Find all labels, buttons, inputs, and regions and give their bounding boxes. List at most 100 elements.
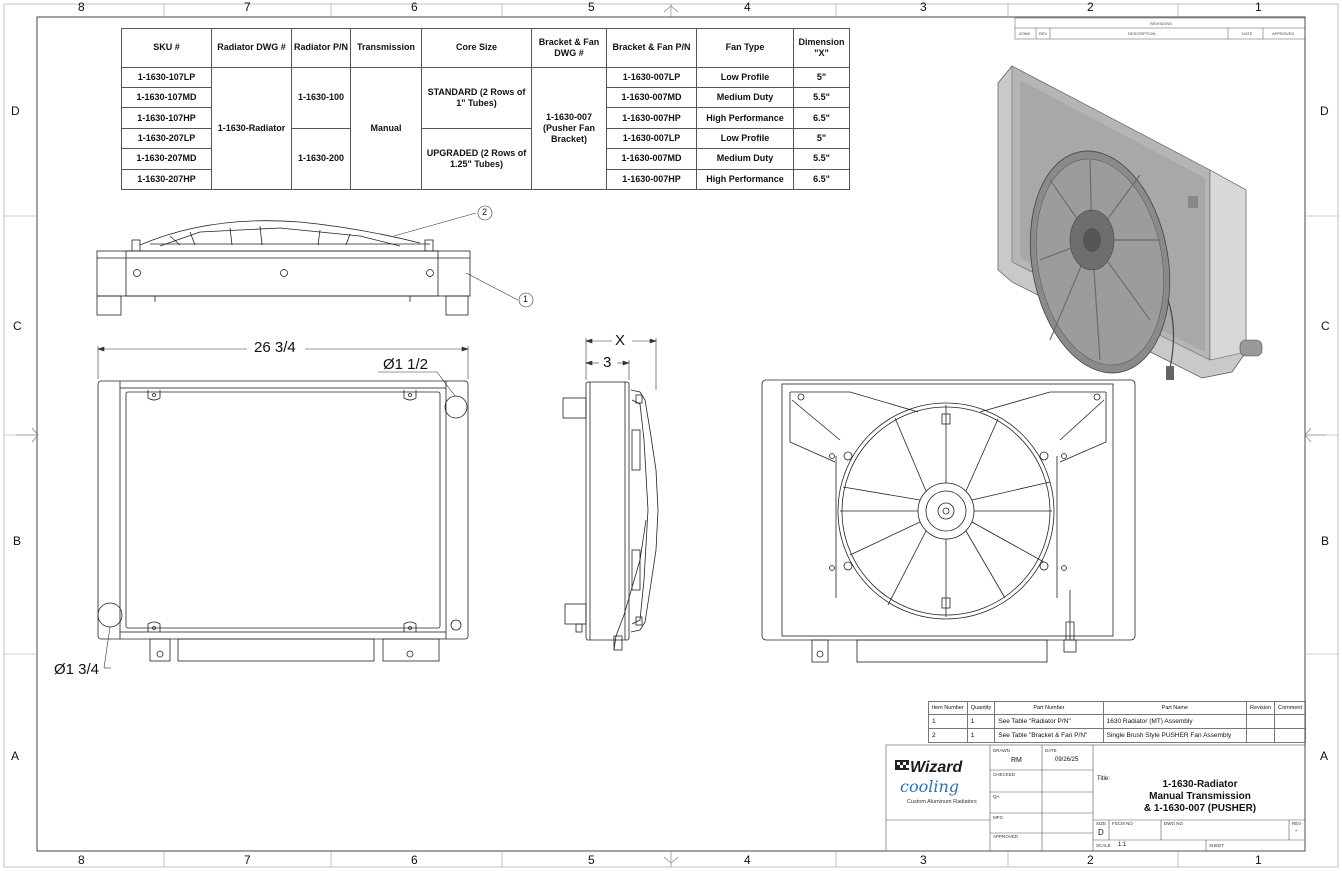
- bom-comment: [1274, 714, 1306, 729]
- header-bracket-dwg: Bracket & Fan DWG #: [531, 28, 607, 68]
- isometric-render: [997, 65, 1263, 380]
- bom-row: 2 1 See Table "Bracket & Fan P/N" Single…: [928, 728, 1306, 743]
- sheet-label: SHEET: [1209, 843, 1225, 848]
- bom-comment: [1274, 728, 1306, 743]
- rear-view-fan: [761, 379, 1136, 663]
- front-view: [97, 380, 469, 662]
- width-dimension: 26 3/4: [254, 339, 296, 356]
- row-label: A: [1320, 749, 1329, 763]
- row-label: B: [1321, 534, 1330, 548]
- bom-part-name: 1630 Radiator (MT) Assembly: [1102, 714, 1248, 729]
- title-label: Title:: [1097, 776, 1110, 782]
- dimension-x-cell: 5": [793, 127, 850, 150]
- approved-label: APPROVED: [993, 834, 1019, 839]
- bom-header-part-name: Part Name: [1102, 701, 1248, 715]
- col-label: 2: [1087, 853, 1094, 867]
- revisions-header-approved: APPROVED: [1272, 31, 1295, 36]
- bom-header-part-number: Part Number: [994, 701, 1104, 715]
- bill-of-materials: Item Number Quantity Part Number Part Na…: [928, 701, 1306, 743]
- dimension-x-cell: 6.5": [793, 168, 850, 191]
- drawing-title: 1-1630-Radiator Manual Transmission & 1-…: [1096, 779, 1304, 815]
- revisions-header-description: DESCRIPTION: [1128, 31, 1156, 36]
- row-label: B: [13, 534, 22, 548]
- header-core-size: Core Size: [421, 28, 532, 68]
- side-view: [562, 381, 659, 651]
- bom-part-name: Single Brush Style PUSHER Fan Assembly: [1102, 728, 1248, 743]
- sku-cell: 1-1630-107HP: [121, 107, 212, 129]
- col-label: 1: [1255, 0, 1262, 14]
- table-row: 1-1630-107MD 1-1630-007MD Medium Duty 5.…: [121, 87, 850, 109]
- fan-type-cell: High Performance: [696, 107, 794, 129]
- header-dimension-x: Dimension "X": [793, 28, 850, 68]
- col-label: 7: [244, 0, 251, 14]
- row-label: D: [11, 104, 20, 118]
- qa-label: QA: [993, 794, 1000, 799]
- callout-number-2: 2: [482, 207, 488, 217]
- col-label: 7: [244, 853, 251, 867]
- col-label: 1: [1255, 853, 1262, 867]
- header-radiator-dwg: Radiator DWG #: [211, 28, 292, 68]
- checked-label: CHECKED: [993, 772, 1016, 777]
- col-label: 5: [588, 0, 595, 14]
- size-value: D: [1098, 828, 1104, 837]
- radiator-pn-cell: 1-1630-200: [291, 127, 351, 191]
- table-row: 1-1630-107HP 1-1630-007HP High Performan…: [121, 107, 850, 129]
- bracket-dwg-cell: 1-1630-007 (Pusher Fan Bracket): [531, 66, 607, 191]
- bracket-pn-cell: 1-1630-007MD: [606, 87, 697, 109]
- fan-type-cell: Low Profile: [696, 66, 794, 89]
- col-label: 8: [78, 0, 85, 14]
- revisions-title: REVISIONS: [1150, 21, 1172, 26]
- revisions-header-zone: ZONE: [1019, 31, 1031, 36]
- inlet-diameter-dimension: Ø1 3/4: [54, 661, 100, 678]
- col-label: 3: [920, 853, 927, 867]
- table-row: 1-1630-207MD 1-1630-007MD Medium Duty 5.…: [121, 148, 850, 170]
- bom-qty: 1: [966, 714, 996, 729]
- bracket-pn-cell: 1-1630-007HP: [606, 107, 697, 129]
- sku-cell: 1-1630-207HP: [121, 168, 212, 191]
- bom-qty: 1: [966, 728, 996, 743]
- sku-cell: 1-1630-207LP: [121, 127, 212, 150]
- row-label: A: [11, 749, 20, 763]
- title-line-1: 1-1630-Radiator: [1162, 779, 1238, 790]
- col-label: 3: [920, 0, 927, 14]
- dimension-x-cell: 6.5": [793, 107, 850, 129]
- revisions-header-rev: REV: [1039, 31, 1048, 36]
- fan-type-cell: Low Profile: [696, 127, 794, 150]
- core-depth-dimension: 3: [603, 354, 612, 371]
- col-label: 8: [78, 853, 85, 867]
- col-label: 2: [1087, 0, 1094, 14]
- logo-brand-bottom: cooling: [900, 777, 960, 796]
- scale-label: SCALE: [1096, 843, 1111, 848]
- header-radiator-pn: Radiator P/N: [291, 28, 351, 68]
- row-label: D: [1320, 104, 1329, 118]
- callout-number-1: 1: [523, 294, 529, 304]
- fan-type-cell: High Performance: [696, 168, 794, 191]
- x-dimension: X: [615, 332, 626, 349]
- header-fan-type: Fan Type: [696, 28, 794, 68]
- col-label: 6: [411, 853, 418, 867]
- bom-part-number: See Table "Bracket & Fan P/N": [994, 728, 1104, 743]
- header-sku: SKU #: [121, 28, 212, 68]
- table-row: 1-1630-207HP 1-1630-007HP High Performan…: [121, 168, 850, 191]
- bom-part-number: See Table "Radiator P/N": [994, 714, 1104, 729]
- rev-value: -: [1295, 828, 1298, 835]
- date-value: 09/26/25: [1055, 757, 1079, 763]
- bom-header-item: Item Number: [928, 701, 968, 715]
- sku-cell: 1-1630-107MD: [121, 87, 212, 109]
- dimension-x-cell: 5.5": [793, 148, 850, 170]
- bom-header-revision: Revision: [1246, 701, 1276, 715]
- fscm-label: FSCM NO: [1112, 821, 1133, 826]
- core-size-cell: UPGRADED (2 Rows of 1.25" Tubes): [421, 127, 532, 191]
- table-row: 1-1630-107LP 1-1630-Radiator 1-1630-100 …: [121, 66, 850, 191]
- col-label: 6: [411, 0, 418, 14]
- radiator-dwg-cell: 1-1630-Radiator: [211, 66, 292, 191]
- bom-revision: [1246, 714, 1276, 729]
- col-label: 4: [744, 0, 751, 14]
- mfg-label: MFG: [993, 815, 1003, 820]
- col-label: 5: [588, 853, 595, 867]
- drawn-label: DRAWN: [993, 748, 1010, 753]
- bom-row: 1 1 See Table "Radiator P/N" 1630 Radiat…: [928, 714, 1306, 729]
- size-label: SIZE: [1096, 821, 1107, 826]
- row-label: C: [1321, 319, 1330, 333]
